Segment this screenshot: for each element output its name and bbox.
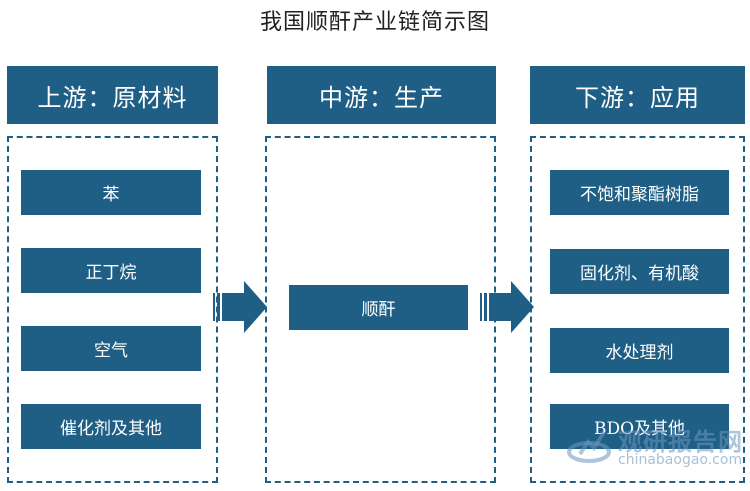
midstream-item-maleic-anhydride: 顺酐 <box>289 285 468 330</box>
arrow-right-icon <box>480 281 534 333</box>
watermark-logo-icon <box>567 430 611 463</box>
downstream-box <box>530 136 745 483</box>
watermark-url: chinabaogao.com <box>618 452 743 468</box>
downstream-item-bdo: BDO及其他 <box>550 404 729 449</box>
upstream-item-benzene: 苯 <box>21 170 201 215</box>
diagram-title: 我国顺酐产业链简示图 <box>259 10 490 35</box>
upstream-item-catalyst: 催化剂及其他 <box>21 404 201 449</box>
upstream-item-air: 空气 <box>21 326 201 371</box>
downstream-item-water-treatment: 水处理剂 <box>550 328 729 373</box>
downstream-item-resin: 不饱和聚酯树脂 <box>550 170 729 215</box>
watermark-name: 观研报告网 <box>618 428 743 456</box>
arrow-right-icon <box>213 281 267 333</box>
downstream-header: 下游：应用 <box>530 66 745 124</box>
midstream-header: 中游：生产 <box>267 66 496 124</box>
upstream-header: 上游：原材料 <box>7 66 218 124</box>
downstream-item-curing-agent: 固化剂、有机酸 <box>550 249 729 294</box>
watermark: 观研报告网 chinabaogao.com <box>566 420 746 476</box>
upstream-item-n-butane: 正丁烷 <box>21 248 201 293</box>
